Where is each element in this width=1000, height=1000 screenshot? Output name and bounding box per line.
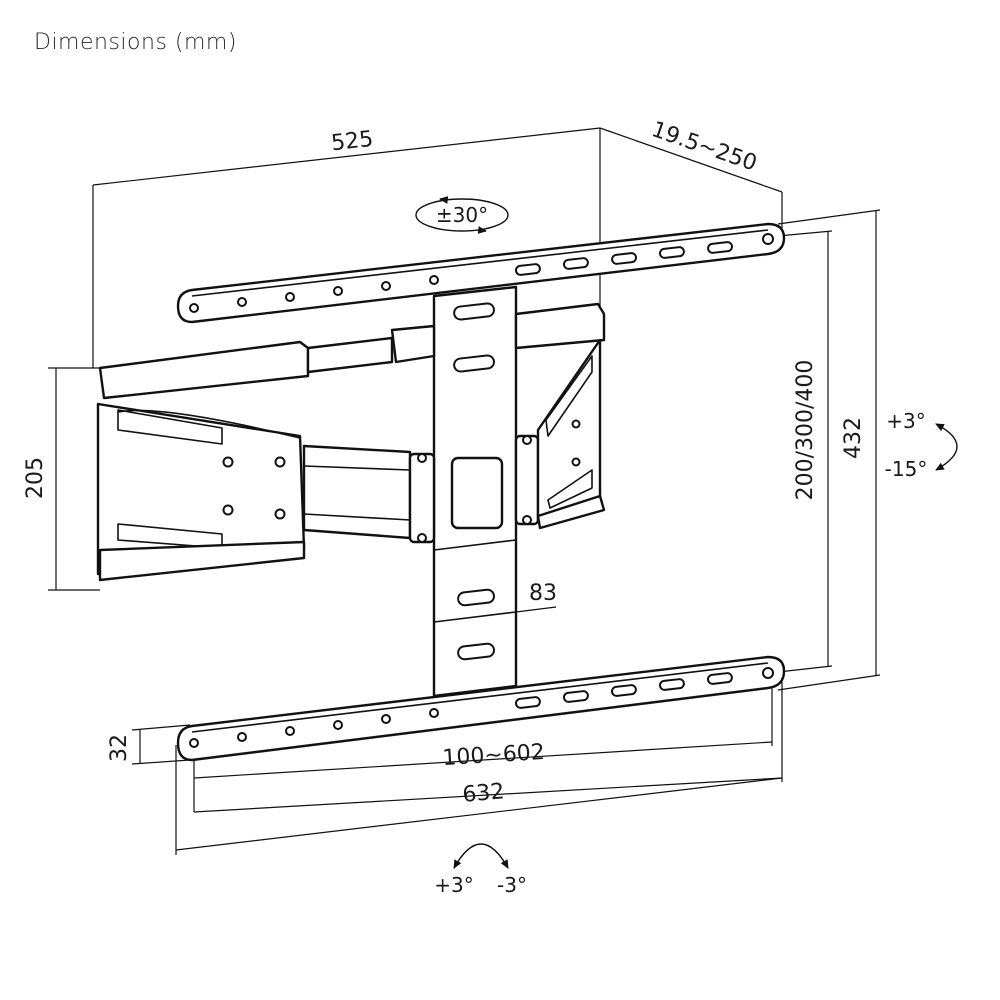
swivel-indicator — [415, 196, 509, 234]
bottom-wall-rail — [176, 655, 786, 762]
upper-arm — [98, 302, 606, 400]
tilt-down-label: -15° — [885, 457, 928, 481]
swivel-label: ±30° — [436, 203, 488, 227]
dimension-lines — [48, 127, 881, 855]
vesa-horizontal-label: 100~602 — [442, 740, 546, 771]
top-width-label: 525 — [330, 127, 375, 157]
middle-arm — [302, 434, 540, 544]
tv-plate — [96, 402, 306, 582]
total-height-label: 432 — [841, 417, 866, 459]
tilt-up-label: +3° — [886, 409, 925, 433]
right-arm — [536, 338, 606, 530]
level-indicator — [453, 843, 509, 869]
level-minus-label: -3° — [497, 873, 527, 897]
vesa-label: 200/300/400 — [793, 360, 818, 501]
arm-plate-height-label: 205 — [23, 457, 48, 499]
top-wall-rail — [176, 222, 786, 324]
column-width-label: 83 — [529, 581, 557, 606]
total-width-label: 632 — [461, 779, 505, 808]
depth-label: 19.5~250 — [648, 117, 760, 176]
page-title: Dimensions (mm) — [34, 30, 237, 55]
tilt-indicator — [935, 423, 958, 471]
bar-height-label: 32 — [107, 734, 132, 762]
level-plus-label: +3° — [434, 873, 473, 897]
